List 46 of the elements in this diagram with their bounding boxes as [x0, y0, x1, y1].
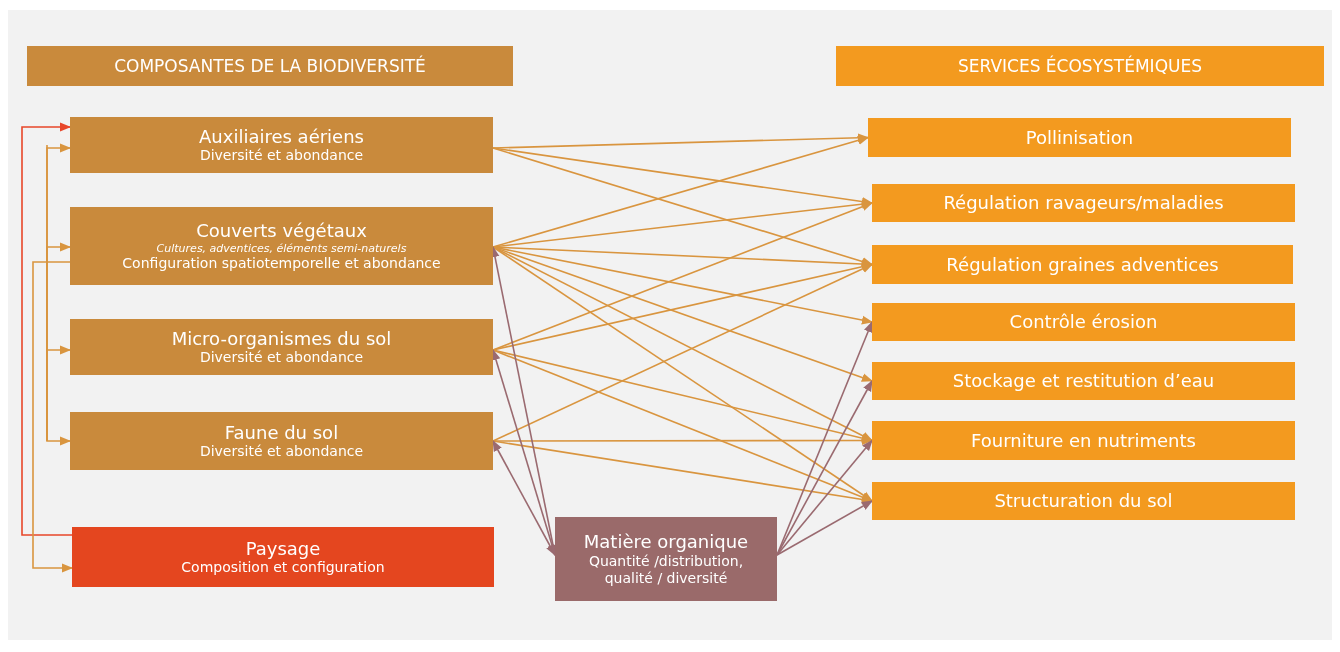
arrow	[492, 246, 873, 502]
box-title: Régulation ravageurs/maladies	[943, 192, 1224, 214]
service-box	[872, 184, 1295, 222]
header-box	[27, 46, 513, 86]
box-title: Contrôle érosion	[1009, 311, 1158, 333]
box-title: Paysage	[245, 537, 321, 560]
service-box	[872, 482, 1295, 520]
component-box	[70, 412, 493, 470]
box-title: Stockage et restitution d’eau	[952, 370, 1215, 392]
box-title: Faune du sol	[224, 421, 339, 444]
box-title: Structuration du sol	[994, 490, 1173, 512]
service-box	[872, 303, 1295, 341]
service-box	[872, 421, 1295, 460]
landscape-box	[72, 527, 494, 587]
box-title: Micro-organismes du sol	[171, 327, 392, 350]
box-subtitle: Diversité et abondance	[199, 443, 364, 461]
arrow	[492, 133, 870, 149]
service-box	[872, 362, 1295, 400]
arrow	[32, 261, 74, 573]
service-box	[868, 118, 1291, 157]
header-title: SERVICES ÉCOSYSTÉMIQUES	[958, 55, 1202, 77]
box-subtitle: Configuration spatiotemporelle et abondance	[122, 255, 441, 272]
component-box	[70, 319, 493, 375]
box-subtitle: Diversité et abondance	[199, 349, 364, 367]
box-subtitle: Composition et configuration	[181, 559, 385, 577]
arrow	[492, 202, 874, 351]
arrow	[776, 439, 873, 556]
arrow	[776, 500, 873, 556]
header-title: COMPOSANTES DE LA BIODIVERSITÉ	[114, 55, 426, 77]
box-title: Auxiliaires aériens	[199, 125, 364, 148]
box-title: Pollinisation	[1025, 126, 1134, 149]
arrow	[21, 122, 73, 536]
arrow	[492, 136, 870, 248]
header-box	[836, 46, 1324, 86]
service-box	[872, 245, 1293, 284]
component-box	[70, 207, 493, 285]
component-box	[70, 117, 493, 173]
box-title: Régulation graines adventices	[946, 253, 1219, 276]
arrow	[492, 440, 556, 556]
box-title: Matière organique	[583, 531, 749, 553]
box-subtitle: Diversité et abondance	[199, 147, 364, 165]
box-title: Couverts végétaux	[196, 220, 367, 242]
box-examples: Cultures, adventices, éléments semi-naturels	[156, 241, 407, 255]
box-subtitle: Quantité /distribution, qualité / diversité	[587, 553, 745, 587]
organic-matter-box	[555, 517, 777, 601]
box-title: Fourniture en nutriments	[971, 429, 1196, 452]
